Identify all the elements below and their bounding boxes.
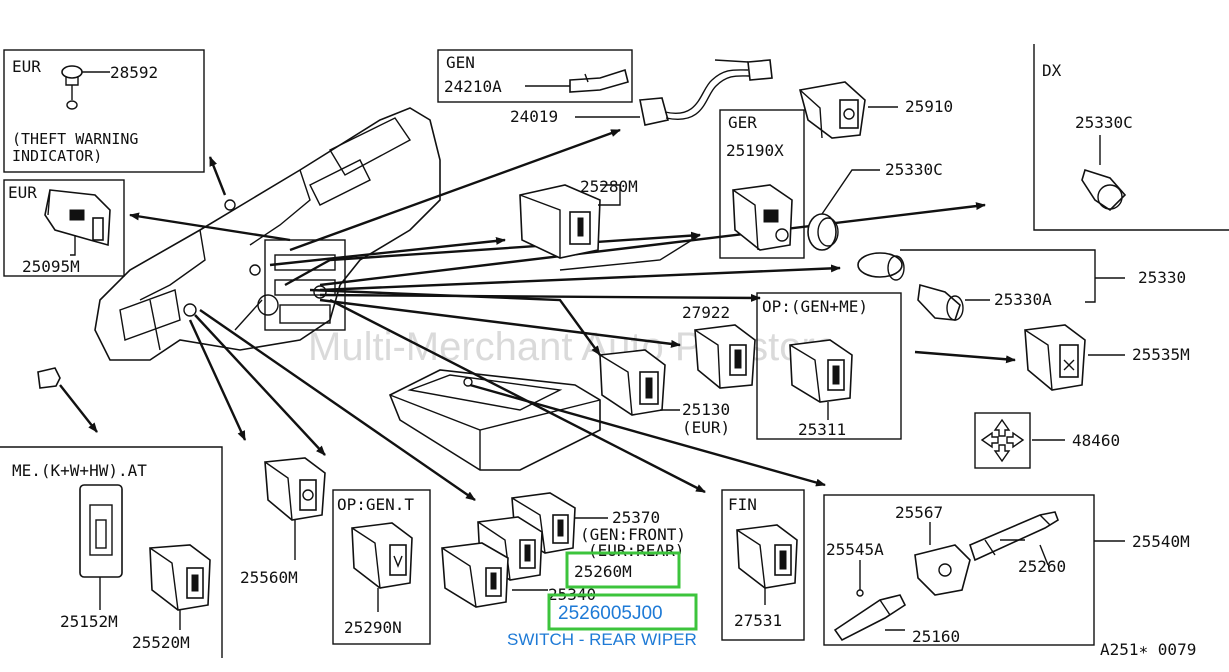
svg-text:27531: 27531 <box>734 611 782 630</box>
svg-text:24210A: 24210A <box>444 77 502 96</box>
svg-text:24019: 24019 <box>510 107 558 126</box>
svg-text:25311: 25311 <box>798 420 846 439</box>
highlighted-part-description: SWITCH - REAR WIPER <box>507 630 697 649</box>
svg-text:EUR: EUR <box>8 183 37 202</box>
svg-text:28592: 28592 <box>110 63 158 82</box>
switch-cluster-25370-25260M-25340: 25370 (GEN:FRONT) (EUR:REAR) 25340 <box>441 492 686 608</box>
small-part-loose <box>37 367 61 389</box>
svg-text:25560M: 25560M <box>240 568 298 587</box>
box-dx: DX 25330C <box>1033 44 1229 231</box>
svg-text:(THEFT WARNING: (THEFT WARNING <box>12 130 138 148</box>
switch-25535M: 25535M <box>1024 324 1190 391</box>
svg-text:ME.(K+W+HW).AT: ME.(K+W+HW).AT <box>12 461 147 480</box>
box-me-at: ME.(K+W+HW).AT 25152M 25520M <box>0 446 223 658</box>
svg-text:OP:(GEN+ME): OP:(GEN+ME) <box>762 297 868 316</box>
svg-text:25545A: 25545A <box>826 540 884 559</box>
svg-text:25540M: 25540M <box>1132 532 1190 551</box>
harness-24019: 24019 <box>510 59 773 126</box>
highlighted-part-number[interactable]: 2526005J00 <box>558 603 663 624</box>
svg-text:25910: 25910 <box>905 97 953 116</box>
svg-text:25330: 25330 <box>1138 268 1186 287</box>
svg-text:GER: GER <box>728 113 757 132</box>
box-eur-theft-indicator: EUR 28592 (THEFT WARNING INDICATOR) <box>3 49 205 173</box>
switch-25910: 25910 <box>799 81 953 139</box>
svg-text:48460: 48460 <box>1072 431 1120 450</box>
svg-text:25567: 25567 <box>895 503 943 522</box>
switch-25130: 25130 (EUR) <box>599 349 730 437</box>
box-fin: FIN 27531 <box>721 489 805 641</box>
svg-text:EUR: EUR <box>12 57 41 76</box>
svg-text:25160: 25160 <box>912 627 960 646</box>
symbol-48460: 48460 <box>974 412 1120 469</box>
box-ger: GER 25190X <box>719 109 805 259</box>
svg-text:(EUR:REAR): (EUR:REAR) <box>588 541 684 560</box>
svg-text:25260M: 25260M <box>574 562 632 581</box>
svg-text:25330A: 25330A <box>994 290 1052 309</box>
box-eur-switch: EUR 25095M <box>3 179 125 277</box>
svg-text:GEN: GEN <box>446 53 475 72</box>
socket-25330C: 25330C <box>807 160 943 251</box>
center-console-drawing <box>388 369 601 471</box>
svg-text:25152M: 25152M <box>60 612 118 631</box>
svg-text:(EUR): (EUR) <box>682 418 730 437</box>
svg-text:25280M: 25280M <box>580 177 638 196</box>
svg-text:25190X: 25190X <box>726 141 784 160</box>
switch-25280M: 25280M <box>519 177 638 259</box>
svg-text:25370: 25370 <box>612 508 660 527</box>
svg-text:INDICATOR): INDICATOR) <box>12 147 102 165</box>
svg-text:25095M: 25095M <box>22 257 80 276</box>
svg-text:(GEN:FRONT): (GEN:FRONT) <box>580 525 686 544</box>
diagram-code: A251∗ 0079 <box>1100 640 1196 659</box>
lighter-25330: 25330 25330A <box>857 249 1186 321</box>
switch-25560M: 25560M <box>240 457 326 587</box>
svg-text:25290N: 25290N <box>344 618 402 637</box>
box-combination-switch-25540M: 25540M 25567 25545A 25260 25160 <box>823 494 1190 646</box>
box-op-gent: OP:GEN.T 25290N <box>332 489 431 645</box>
svg-text:25130: 25130 <box>682 400 730 419</box>
svg-text:25330C: 25330C <box>1075 113 1133 132</box>
svg-text:25520M: 25520M <box>132 633 190 652</box>
highlight-25260M[interactable]: 25260M <box>565 551 681 589</box>
box-op-gen-me: OP:(GEN+ME) 25311 <box>756 292 902 440</box>
pointer-arrows <box>59 128 1016 501</box>
highlighted-part-callout[interactable]: 2526005J00 SWITCH - REAR WIPER <box>507 593 698 649</box>
svg-text:27922: 27922 <box>682 303 730 322</box>
svg-text:25535M: 25535M <box>1132 345 1190 364</box>
svg-text:DX: DX <box>1042 61 1062 80</box>
svg-text:FIN: FIN <box>728 495 757 514</box>
instrument-panel-drawing <box>94 107 441 361</box>
svg-text:OP:GEN.T: OP:GEN.T <box>337 495 414 514</box>
svg-text:25260: 25260 <box>1018 557 1066 576</box>
svg-text:25330C: 25330C <box>885 160 943 179</box>
box-gen: GEN 24210A <box>437 49 633 103</box>
switch-27922: 27922 <box>682 303 756 389</box>
